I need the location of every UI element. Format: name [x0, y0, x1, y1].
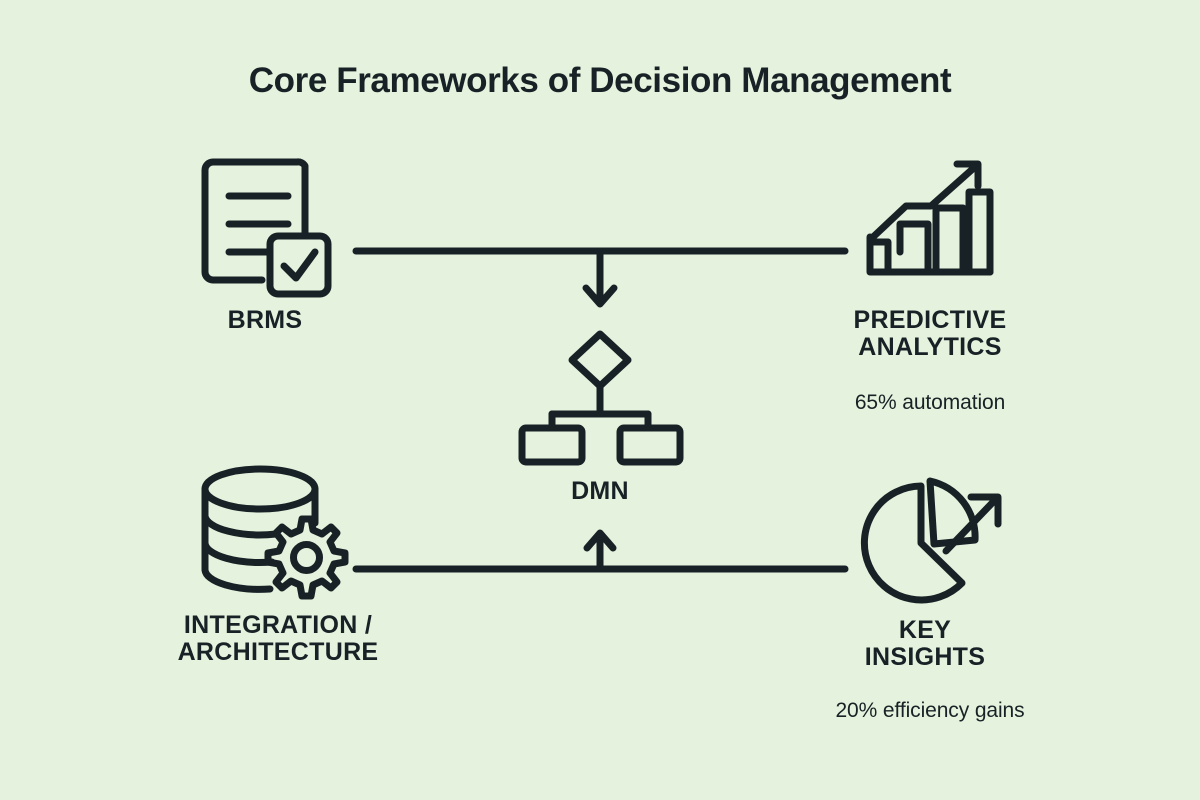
node-label-predictive-analytics: PREDICTIVE ANALYTICS: [853, 306, 1007, 361]
node-label-dmn: DMN: [571, 477, 629, 505]
top-connector: [352, 247, 849, 308]
growth-bar-chart-icon: [866, 160, 994, 276]
pie-chart-arrow-icon: [860, 477, 1002, 604]
database-gear-icon: [201, 465, 349, 600]
page-title: Core Frameworks of Decision Management: [248, 61, 952, 100]
node-label-integration-architecture: INTEGRATION / ARCHITECTURE: [177, 611, 379, 666]
node-metric-key-insights: 20% efficiency gains: [835, 699, 1025, 722]
node-metric-predictive-analytics: 65% automation: [854, 391, 1006, 414]
bottom-connector: [352, 529, 849, 573]
node-label-key-insights: KEY INSIGHTS: [864, 616, 986, 671]
node-label-brms: BRMS: [227, 306, 303, 334]
decision-tree-icon: [518, 330, 684, 466]
document-checklist-icon: [201, 158, 332, 298]
